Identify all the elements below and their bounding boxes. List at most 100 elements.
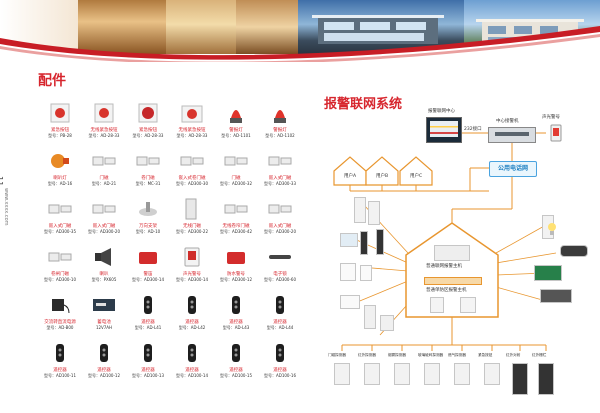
product-model: 12V7AH: [95, 325, 113, 330]
remote-control-icon: [262, 340, 298, 366]
product-card: 嵌入式卷门磁型号：AD300-30: [170, 148, 214, 192]
remote-control-icon: [42, 340, 78, 366]
product-name: 门磁: [231, 176, 241, 181]
detector-label: 紧急按钮: [478, 353, 493, 357]
product-card: 遥控器型号：AD100-14: [170, 340, 214, 384]
server-icon: [488, 127, 536, 143]
detector-device-icon: [394, 363, 410, 385]
product-card: 无线卷帘门磁型号：AD300-42: [214, 196, 258, 240]
product-model: 型号：AD-28-33: [176, 133, 208, 138]
product-name: 门磁: [99, 176, 109, 181]
product-name: 声光警号: [183, 272, 201, 277]
product-card: 遥控器型号：AD-L42: [170, 292, 214, 336]
speaker-icon: [86, 244, 122, 270]
product-name: 无线紧急按钮: [90, 128, 118, 133]
detector-device-icon: [364, 363, 380, 385]
product-model: 型号：AD300-12: [220, 277, 252, 282]
building-illustration: [312, 15, 444, 44]
product-name: 遥控器: [229, 368, 243, 373]
product-model: 型号：AD300-33: [264, 181, 296, 186]
product-name: 遥控器: [273, 368, 287, 373]
product-card: 遥控器型号：AD100-13: [126, 340, 170, 384]
detector-label: 红外探测器: [358, 353, 376, 357]
door-sensor-icon: [42, 244, 78, 270]
emergency-button-icon: [86, 100, 122, 126]
product-card: 声光警号型号：AD300-14: [170, 244, 214, 288]
product-card: 遥控器型号：AD-L41: [126, 292, 170, 336]
beam-detector-icon: [376, 229, 384, 255]
product-name: 卷门磁: [141, 176, 155, 181]
photo-banner: [0, 0, 600, 62]
product-card: 紧急按钮型号：AD-28-33: [126, 100, 170, 144]
product-model: 型号：AD-28-33: [132, 133, 164, 138]
emergency-button-icon: [42, 100, 78, 126]
building-photo: [298, 0, 464, 54]
product-model: 型号：MC-31: [135, 181, 161, 186]
product-name: 防水警号: [227, 272, 245, 277]
detector-label: 红外对射: [506, 353, 521, 357]
door-sensor-icon: [262, 148, 298, 174]
product-name: 遥控器: [97, 368, 111, 373]
product-name: 遥控器: [185, 320, 199, 325]
product-name: 电子锁: [273, 272, 287, 277]
product-name: 警报灯: [229, 128, 243, 133]
product-name: 无线卷帘门磁: [222, 224, 250, 229]
product-model: 型号：PX605: [91, 277, 117, 282]
alarm-network-diagram: 报警联网中心 232接口 中心接警机 声光警号 公用电话网 用户A 用户B 用户…: [320, 105, 600, 413]
glass-break-detector-icon: [380, 315, 394, 331]
product-name: 警笛: [143, 272, 153, 277]
bracket-icon: [130, 196, 166, 222]
product-card: 万向支架型号：AD-10: [126, 196, 170, 240]
product-model: 型号：AD300-30: [176, 181, 208, 186]
monitor-icon: [426, 117, 462, 143]
power-adapter-icon: [42, 292, 78, 318]
product-name: 卷闸门磁: [51, 272, 69, 277]
product-name: 嵌入式卷门磁: [178, 176, 206, 181]
interior-photo: [166, 0, 236, 54]
detector-label: 玻璃破碎探测器: [418, 353, 444, 357]
product-name: 遥控器: [53, 368, 67, 373]
product-name: 无线门磁: [183, 224, 201, 229]
remote-icon: [430, 297, 444, 313]
product-name: 遥控器: [185, 368, 199, 373]
product-model: 型号：AD300-32: [220, 181, 252, 186]
product-name: 遥控器: [141, 320, 155, 325]
electronic-lock-icon: [262, 244, 298, 270]
product-model: 型号：AD-L42: [178, 325, 206, 330]
product-card: 遥控器型号：AD-L43: [214, 292, 258, 336]
product-card: 遥控器型号：AD-L44: [258, 292, 302, 336]
red-swoosh: [0, 26, 600, 62]
product-name: 无线紧急按钮: [178, 128, 206, 133]
detector-device-icon: [512, 363, 528, 395]
diagram-lines: [333, 132, 557, 351]
product-name: 喇叭: [99, 272, 109, 277]
remote-control-icon: [174, 340, 210, 366]
product-card: 门磁型号：AD300-32: [214, 148, 258, 192]
remote-control-icon: [130, 292, 166, 318]
beam-detector-icon: [360, 231, 368, 255]
power-supply-icon: [340, 295, 360, 309]
door-sensor-icon: [262, 196, 298, 222]
siren-icon: [218, 244, 254, 270]
door-sensor-icon: [174, 148, 210, 174]
door-sensor-icon: [340, 263, 356, 281]
product-name: 交流转直流电源: [44, 320, 76, 325]
detector-label: 门磁探测器: [328, 353, 346, 357]
pir-detector-icon: [364, 305, 376, 329]
monitor-label: 报警联网中心: [428, 109, 455, 114]
detector-label: 烟雾探测器: [388, 353, 406, 357]
camera-icon: [560, 245, 588, 257]
product-model: 型号：AD-L41: [134, 325, 162, 330]
product-name: 蓄电池: [97, 320, 111, 325]
door-sensor-icon: [218, 196, 254, 222]
host-label-2: 普通单防区报警主机: [426, 288, 467, 293]
product-name: 嵌入式门磁: [268, 176, 292, 181]
product-model: 型号：AD-21: [91, 181, 117, 186]
product-card: 遥控器型号：AD100-12: [82, 340, 126, 384]
keypad-panel-icon: [340, 233, 358, 247]
product-model: 型号：AD100-11: [44, 373, 76, 378]
product-card: 嵌入式门磁型号：AD300-33: [258, 148, 302, 192]
pir-detector-icon: [354, 197, 366, 223]
